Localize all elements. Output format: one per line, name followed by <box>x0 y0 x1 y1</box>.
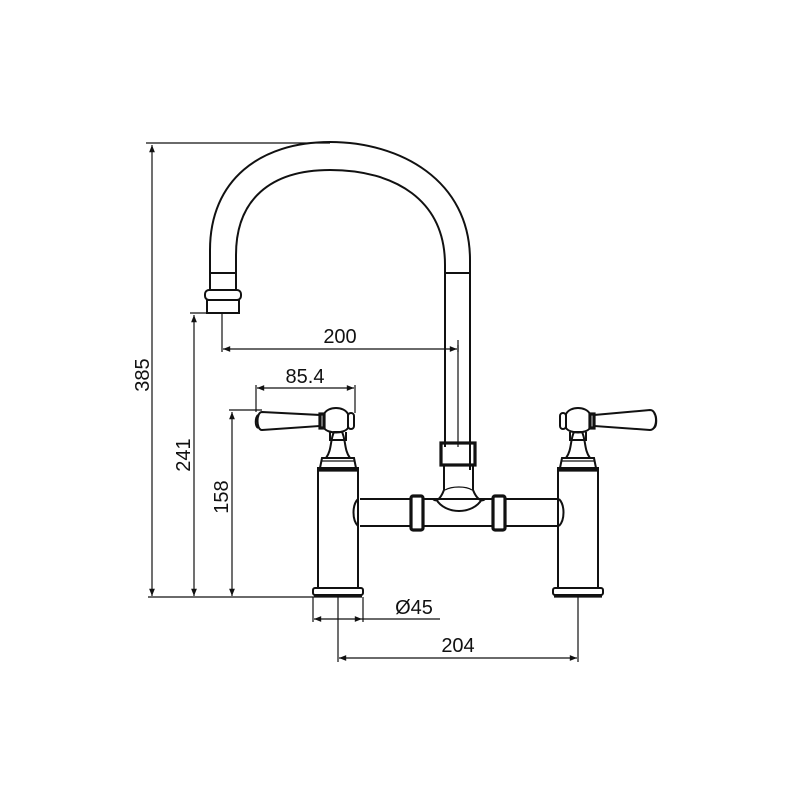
dim-label-241: 241 <box>173 438 195 471</box>
dim-label-204: 204 <box>441 635 474 657</box>
dim-label-85-4: 85.4 <box>286 366 325 388</box>
dim-handle-length: 85.4 <box>255 366 356 413</box>
bridge-pipe <box>352 465 565 532</box>
dim-label-385: 385 <box>132 358 154 391</box>
dim-handle-height: 158 <box>211 409 262 596</box>
dim-label-diameter: Ø45 <box>395 597 433 619</box>
right-valve <box>552 431 604 598</box>
left-valve <box>312 431 364 598</box>
dim-spout-reach: 200 <box>221 313 459 352</box>
right-handle <box>559 407 658 441</box>
spout <box>204 140 477 470</box>
dim-base-diameter: Ø45 <box>312 597 440 622</box>
left-handle <box>254 407 355 441</box>
dim-label-200: 200 <box>323 326 356 348</box>
dim-centres: 204 <box>337 597 579 662</box>
dim-overall-height: 385 <box>132 142 330 596</box>
dim-spout-height: 241 <box>173 312 208 596</box>
dim-label-158: 158 <box>211 480 233 513</box>
